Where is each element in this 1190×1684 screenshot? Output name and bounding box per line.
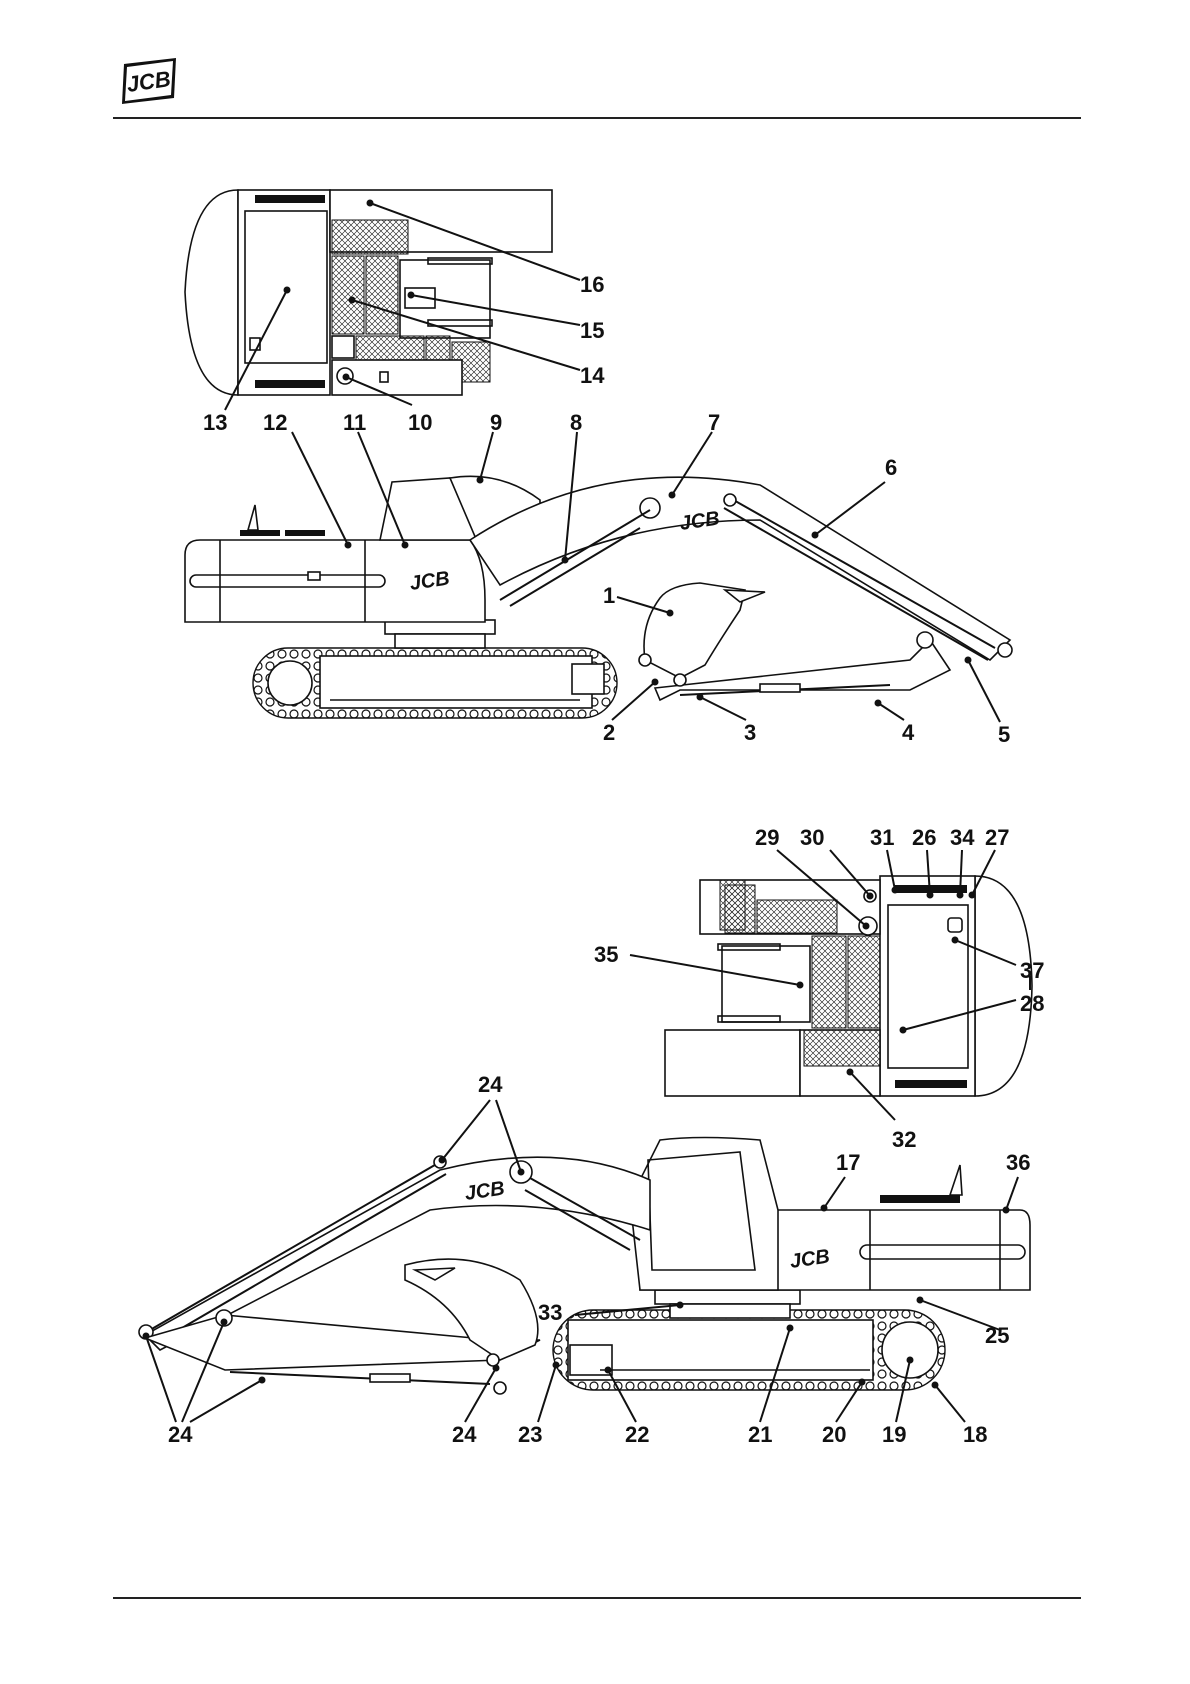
callout-11: 11 <box>343 410 366 435</box>
callout-23: 23 <box>518 1422 542 1447</box>
callout-26: 26 <box>912 825 936 850</box>
callout-24-top: 24 <box>478 1072 503 1097</box>
callout-19: 19 <box>882 1422 906 1447</box>
callout-36: 36 <box>1006 1150 1030 1175</box>
lower-side-view: JCB JCB <box>139 1138 1030 1395</box>
callout-16: 16 <box>580 272 604 297</box>
callout-34: 34 <box>950 825 975 850</box>
callout-13: 13 <box>203 410 227 435</box>
callout-10: 10 <box>408 410 432 435</box>
callout-29: 29 <box>755 825 779 850</box>
callout-30: 30 <box>800 825 824 850</box>
callout-14: 14 <box>580 363 605 388</box>
callout-32: 32 <box>892 1127 916 1152</box>
callout-15: 15 <box>580 318 604 343</box>
callout-5: 5 <box>998 722 1010 747</box>
callout-24-bucket: 24 <box>452 1422 477 1447</box>
callout-8: 8 <box>570 410 582 435</box>
boom-brand: JCB <box>678 508 721 535</box>
callout-35: 35 <box>594 942 618 967</box>
callout-22: 22 <box>625 1422 649 1447</box>
callout-7: 7 <box>708 410 720 435</box>
callout-1: 1 <box>603 583 615 608</box>
callout-27: 27 <box>985 825 1009 850</box>
upper-side-view: JCB JCB <box>185 476 1012 718</box>
callout-31: 31 <box>870 825 894 850</box>
callout-37: 37 <box>1020 958 1044 983</box>
callout-3: 3 <box>744 720 756 745</box>
callout-33: 33 <box>538 1300 562 1325</box>
callout-28: 28 <box>1020 991 1044 1016</box>
callout-25: 25 <box>985 1323 1009 1348</box>
callout-18: 18 <box>963 1422 987 1447</box>
callout-20: 20 <box>822 1422 846 1447</box>
callout-2: 2 <box>603 720 615 745</box>
callout-4: 4 <box>902 720 915 745</box>
callout-17: 17 <box>836 1150 860 1175</box>
callout-9: 9 <box>490 410 502 435</box>
callout-24-left: 24 <box>168 1422 193 1447</box>
lower-plan-view <box>665 876 1032 1096</box>
callout-21: 21 <box>748 1422 772 1447</box>
top-plan-view <box>185 190 552 395</box>
callout-6: 6 <box>885 455 897 480</box>
callout-12: 12 <box>263 410 287 435</box>
